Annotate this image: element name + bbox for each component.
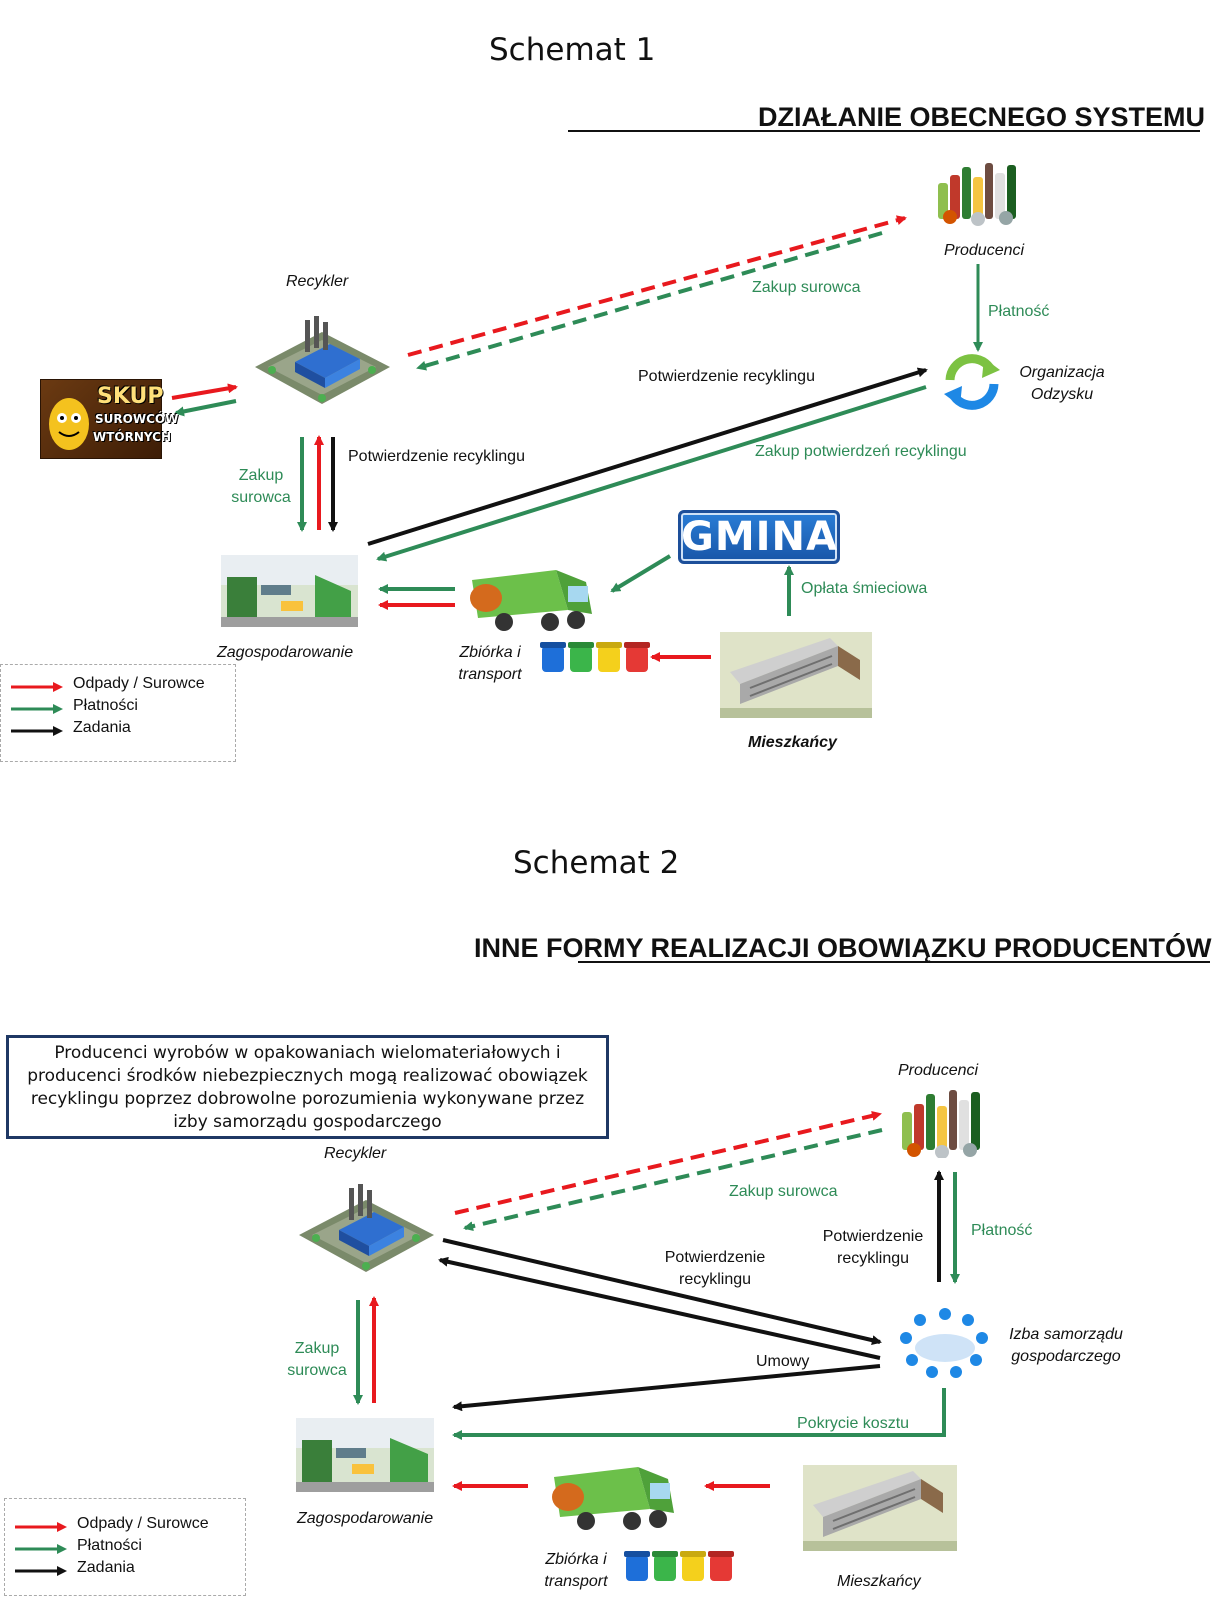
collection2-label-line2: transport bbox=[544, 1573, 608, 1590]
schema2-section-title: INNE FORMY REALIZACJI OBOWIĄZKU PRODUCEN… bbox=[474, 933, 1212, 963]
legend2-task-row: Zadania bbox=[13, 1559, 239, 1581]
recycler2-factory-image bbox=[299, 1184, 434, 1272]
schema1-section-title: DZIAŁANIE OBECNEGO SYSTEMU bbox=[758, 102, 1206, 132]
legend2-waste-label: Odpady / Surowce bbox=[77, 1515, 209, 1532]
edge2-raw-purchase-label: Zakup surowca bbox=[729, 1183, 838, 1200]
schema2-section-underline bbox=[578, 961, 1210, 963]
schema1-legend: Odpady / Surowce Płatności Zadania bbox=[0, 664, 236, 762]
residents-label: Mieszkańcy bbox=[748, 734, 837, 751]
recycler2-label: Recykler bbox=[324, 1145, 387, 1162]
collection-label-line1: Zbiórka i bbox=[459, 644, 521, 661]
arrow2-recycler-to-chamber-task bbox=[442, 1238, 882, 1346]
arrow2-recycler-to-producers-waste bbox=[454, 1110, 882, 1215]
recycle-arrows-icon bbox=[944, 354, 1000, 410]
edge2-confirmation-right-line2: recyklingu bbox=[836, 1250, 910, 1267]
arrow2-chamber-to-management-payment bbox=[452, 1388, 946, 1440]
edge-confirmation-purchase-label: Zakup potwierdzeń recyklingu bbox=[755, 443, 967, 460]
edge-raw-purchase-left-line1: Zakup bbox=[238, 467, 284, 484]
legend2-payment-row: Płatności bbox=[13, 1537, 239, 1559]
collection-label-line2: transport bbox=[458, 666, 522, 683]
edge-raw-purchase-label: Zakup surowca bbox=[752, 279, 861, 296]
management-site-image bbox=[221, 555, 358, 627]
legend2-payment-label: Płatności bbox=[77, 1537, 142, 1554]
producers2-bottles-image bbox=[902, 1090, 980, 1158]
edge2-confirmation-mid-line2: recyklingu bbox=[678, 1271, 752, 1288]
edge-waste-fee-label: Opłata śmieciowa bbox=[801, 580, 928, 597]
edge2-confirmation-mid-line1: Potwierdzenie bbox=[664, 1249, 766, 1266]
arrow2-chamber-to-management-task bbox=[452, 1364, 881, 1412]
recycler-factory-image bbox=[255, 316, 390, 404]
edge2-contracts-label: Umowy bbox=[756, 1353, 810, 1370]
edge2-cost-coverage-label: Pokrycie kosztu bbox=[797, 1415, 910, 1432]
legend-payment-label: Płatności bbox=[73, 697, 138, 714]
arrow2-chamber-to-recycler-task bbox=[438, 1256, 881, 1360]
gmina-logo: GMINA bbox=[678, 510, 840, 564]
edge2-payment-label: Płatność bbox=[971, 1222, 1033, 1239]
recycling-bins2-image bbox=[624, 1551, 734, 1581]
edge2-raw-purchase-left-line2: surowca bbox=[287, 1362, 347, 1379]
chamber-people-circle-image bbox=[896, 1302, 994, 1384]
residents-building-image bbox=[720, 632, 872, 718]
producers2-label: Producenci bbox=[898, 1062, 979, 1079]
edge-payment-label: Płatność bbox=[988, 303, 1050, 320]
organization-label-line1: Organizacja bbox=[1019, 364, 1105, 381]
schema2-title: Schemat 2 bbox=[513, 845, 680, 881]
arrow-recycler-to-producers-waste bbox=[407, 215, 907, 357]
collection2-label-line1: Zbiórka i bbox=[545, 1551, 607, 1568]
arrow-producers-to-recycler-payment bbox=[416, 231, 883, 371]
arrow-organization-to-management-payment bbox=[376, 385, 927, 562]
legend-payment-row: Płatności bbox=[9, 697, 229, 719]
skup-mascot-icon bbox=[49, 398, 89, 450]
recycler-label: Recykler bbox=[286, 273, 349, 290]
recycling-bins-image bbox=[540, 642, 650, 672]
arrow-gmina-to-collection-payment bbox=[610, 554, 672, 593]
info-box: Producenci wyrobów w opakowaniach wielom… bbox=[6, 1035, 609, 1139]
skup-text-3: WTÓRNYCH bbox=[93, 430, 172, 444]
residents2-label: Mieszkańcy bbox=[837, 1573, 921, 1590]
legend2-task-label: Zadania bbox=[77, 1559, 135, 1576]
legend-waste-label: Odpady / Surowce bbox=[73, 675, 205, 692]
edge2-raw-purchase-left-line1: Zakup bbox=[294, 1340, 340, 1357]
producers-bottles-image bbox=[938, 163, 1016, 226]
arrow-skup-to-recycler-waste bbox=[171, 383, 238, 400]
chamber-label-line1: Izba samorządu bbox=[1009, 1326, 1123, 1343]
chamber-label-line2: gospodarczego bbox=[1011, 1348, 1121, 1365]
legend2-waste-row: Odpady / Surowce bbox=[13, 1515, 239, 1537]
skup-logo: SKUP SUROWCÓW WTÓRNYCH bbox=[40, 379, 178, 459]
arrow-recycler-to-skup-payment bbox=[174, 399, 237, 417]
residents2-building-image bbox=[803, 1465, 957, 1551]
producers-label: Producenci bbox=[944, 242, 1025, 259]
management-label: Zagospodarowanie bbox=[217, 644, 354, 661]
schema2-legend: Odpady / Surowce Płatności Zadania bbox=[4, 1498, 246, 1596]
edge-raw-purchase-left-line2: surowca bbox=[231, 489, 291, 506]
schema1-title: Schemat 1 bbox=[489, 32, 656, 68]
management2-label: Zagospodarowanie bbox=[297, 1510, 434, 1527]
edge-recycling-confirmation-label: Potwierdzenie recyklingu bbox=[638, 368, 815, 385]
legend-task-label: Zadania bbox=[73, 719, 131, 736]
edge2-confirmation-right-line1: Potwierdzenie bbox=[822, 1228, 924, 1245]
arrow2-producers-to-recycler-payment bbox=[463, 1128, 883, 1232]
skup-text-1: SKUP bbox=[97, 384, 164, 409]
skup-text-2: SUROWCÓW bbox=[95, 412, 179, 426]
legend-waste-row: Odpady / Surowce bbox=[9, 675, 229, 697]
legend-task-row: Zadania bbox=[9, 719, 229, 741]
garbage-truck-image bbox=[470, 570, 592, 631]
garbage-truck2-image bbox=[552, 1467, 674, 1530]
edge-recycling-confirmation-left-label: Potwierdzenie recyklingu bbox=[348, 448, 525, 465]
schema1-section-underline bbox=[568, 130, 1200, 132]
management2-site-image bbox=[296, 1418, 434, 1492]
organization-label-line2: Odzysku bbox=[1030, 386, 1094, 403]
arrow-management-to-organization-task bbox=[367, 367, 928, 546]
